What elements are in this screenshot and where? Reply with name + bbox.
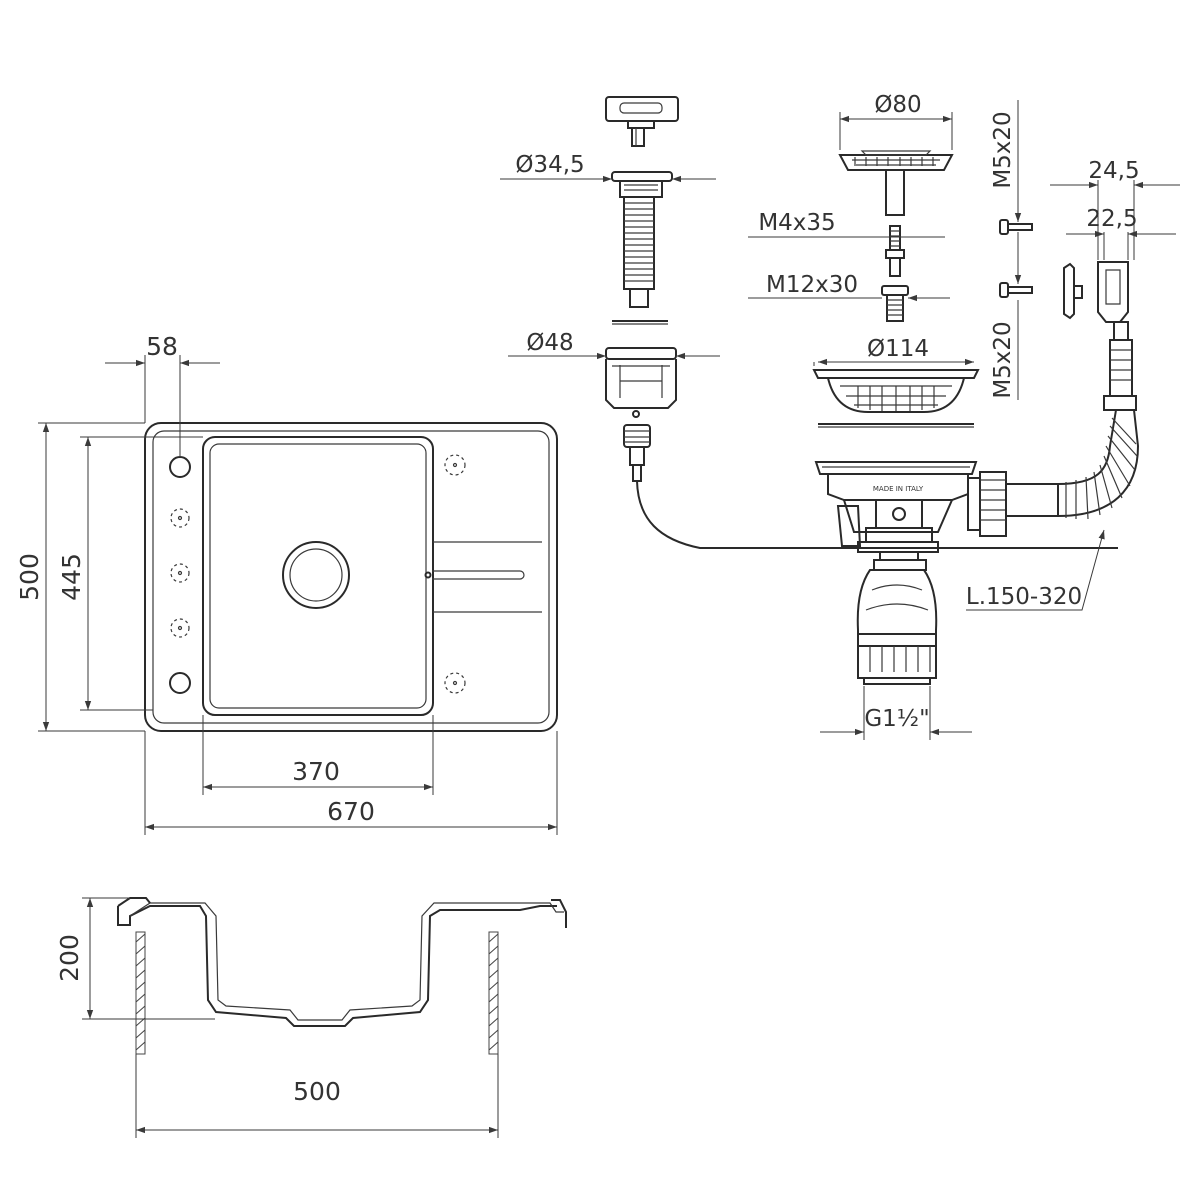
dim-24-5-label: 24,5 <box>1088 158 1139 184</box>
accessories-drawing: Ø34,5 Ø48 Ø80 <box>500 92 1180 740</box>
section-profile-inner <box>129 902 564 1021</box>
m5x20-top-label: M5x20 <box>990 111 1016 188</box>
sink-section-view: 200 500 <box>55 897 567 1138</box>
strainer-body <box>812 369 980 428</box>
dim-670-label: 670 <box>327 797 375 826</box>
sink-rim-inner <box>152 430 550 724</box>
drain-body-assembly: MADE IN ITALY <box>814 461 1059 685</box>
dia-114-label: Ø114 <box>867 336 929 362</box>
bowl-outline <box>202 436 434 716</box>
tap-hole-option <box>444 672 466 694</box>
dia-34-5-label: Ø34,5 <box>515 152 584 178</box>
overflow-stem <box>611 171 673 325</box>
m5x20-bottom-label: M5x20 <box>990 321 1016 398</box>
m4x35-label: M4x35 <box>758 210 835 236</box>
sink-top-view: 58 500 445 370 670 <box>15 332 558 835</box>
drain-inner <box>289 548 343 602</box>
m12x30-label: M12x30 <box>766 272 858 298</box>
section-profile-outer <box>117 905 557 1027</box>
tap-hole-option <box>170 618 190 638</box>
dim-500-section-label: 500 <box>293 1077 341 1106</box>
dim-200-label: 200 <box>55 934 84 982</box>
dia-48-label: Ø48 <box>526 330 573 356</box>
hose-length-label: L.150-320 <box>966 584 1082 610</box>
tap-hole-option <box>170 508 190 528</box>
tap-hole <box>169 672 191 694</box>
overflow-tube <box>636 480 1118 549</box>
bowl-inner <box>209 443 427 709</box>
drain-outer <box>282 541 350 609</box>
tap-hole-option <box>170 563 190 583</box>
tap-hole-option <box>444 454 466 476</box>
overflow-slot <box>432 570 525 580</box>
dim-445-label: 445 <box>57 553 86 601</box>
screw-m5x20 <box>999 219 1033 298</box>
dia-80-label: Ø80 <box>874 92 921 118</box>
cabinet-wall-left <box>135 931 146 1055</box>
dim-370-label: 370 <box>292 757 340 786</box>
sink-outline <box>144 422 558 732</box>
overflow-cap-plate <box>1063 262 1083 320</box>
cabinet-wall-right <box>488 931 499 1055</box>
bolt-m4x35 <box>885 225 905 277</box>
popup-knob <box>605 96 679 147</box>
thread-label: G1½" <box>864 706 929 732</box>
made-in-italy-label: MADE IN ITALY <box>873 485 924 493</box>
strainer-basket <box>838 150 954 216</box>
dim-22-5-label: 22,5 <box>1086 206 1137 232</box>
dim-58-label: 58 <box>146 332 178 361</box>
tap-hole <box>169 456 191 478</box>
screw-m12x30 <box>881 285 909 322</box>
overflow-hose <box>1057 261 1140 520</box>
dim-500-label: 500 <box>15 553 44 601</box>
